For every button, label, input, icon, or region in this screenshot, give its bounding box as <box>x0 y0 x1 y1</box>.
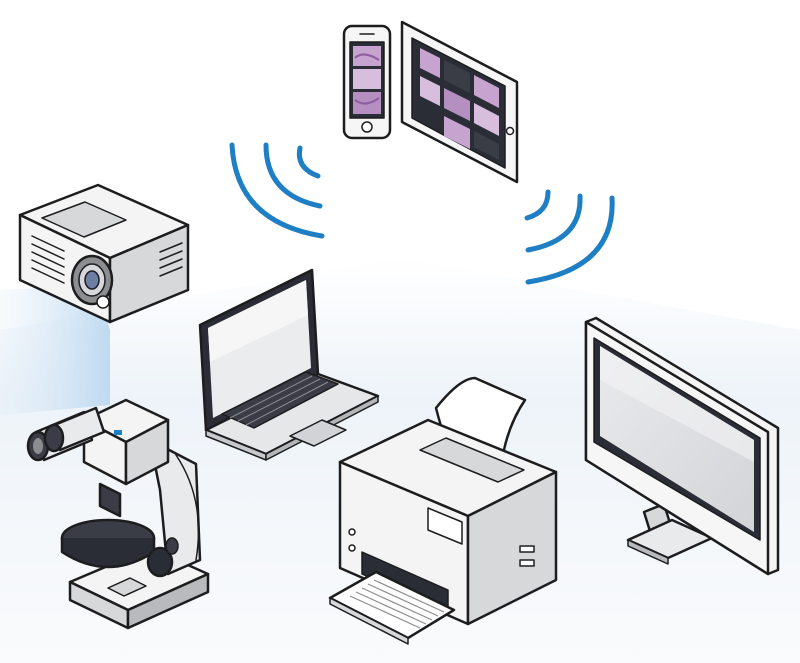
wifi-signal-left-icon <box>229 142 325 239</box>
smartphone-icon <box>342 24 392 140</box>
printer-icon <box>328 376 558 645</box>
laptop-icon <box>198 268 380 461</box>
monitor-icon <box>584 316 780 576</box>
wifi-signal-right-icon <box>524 189 615 285</box>
tablet-icon <box>400 20 519 184</box>
projector-beam <box>0 285 110 415</box>
microscope-icon <box>26 398 210 630</box>
projector-icon <box>18 183 190 324</box>
